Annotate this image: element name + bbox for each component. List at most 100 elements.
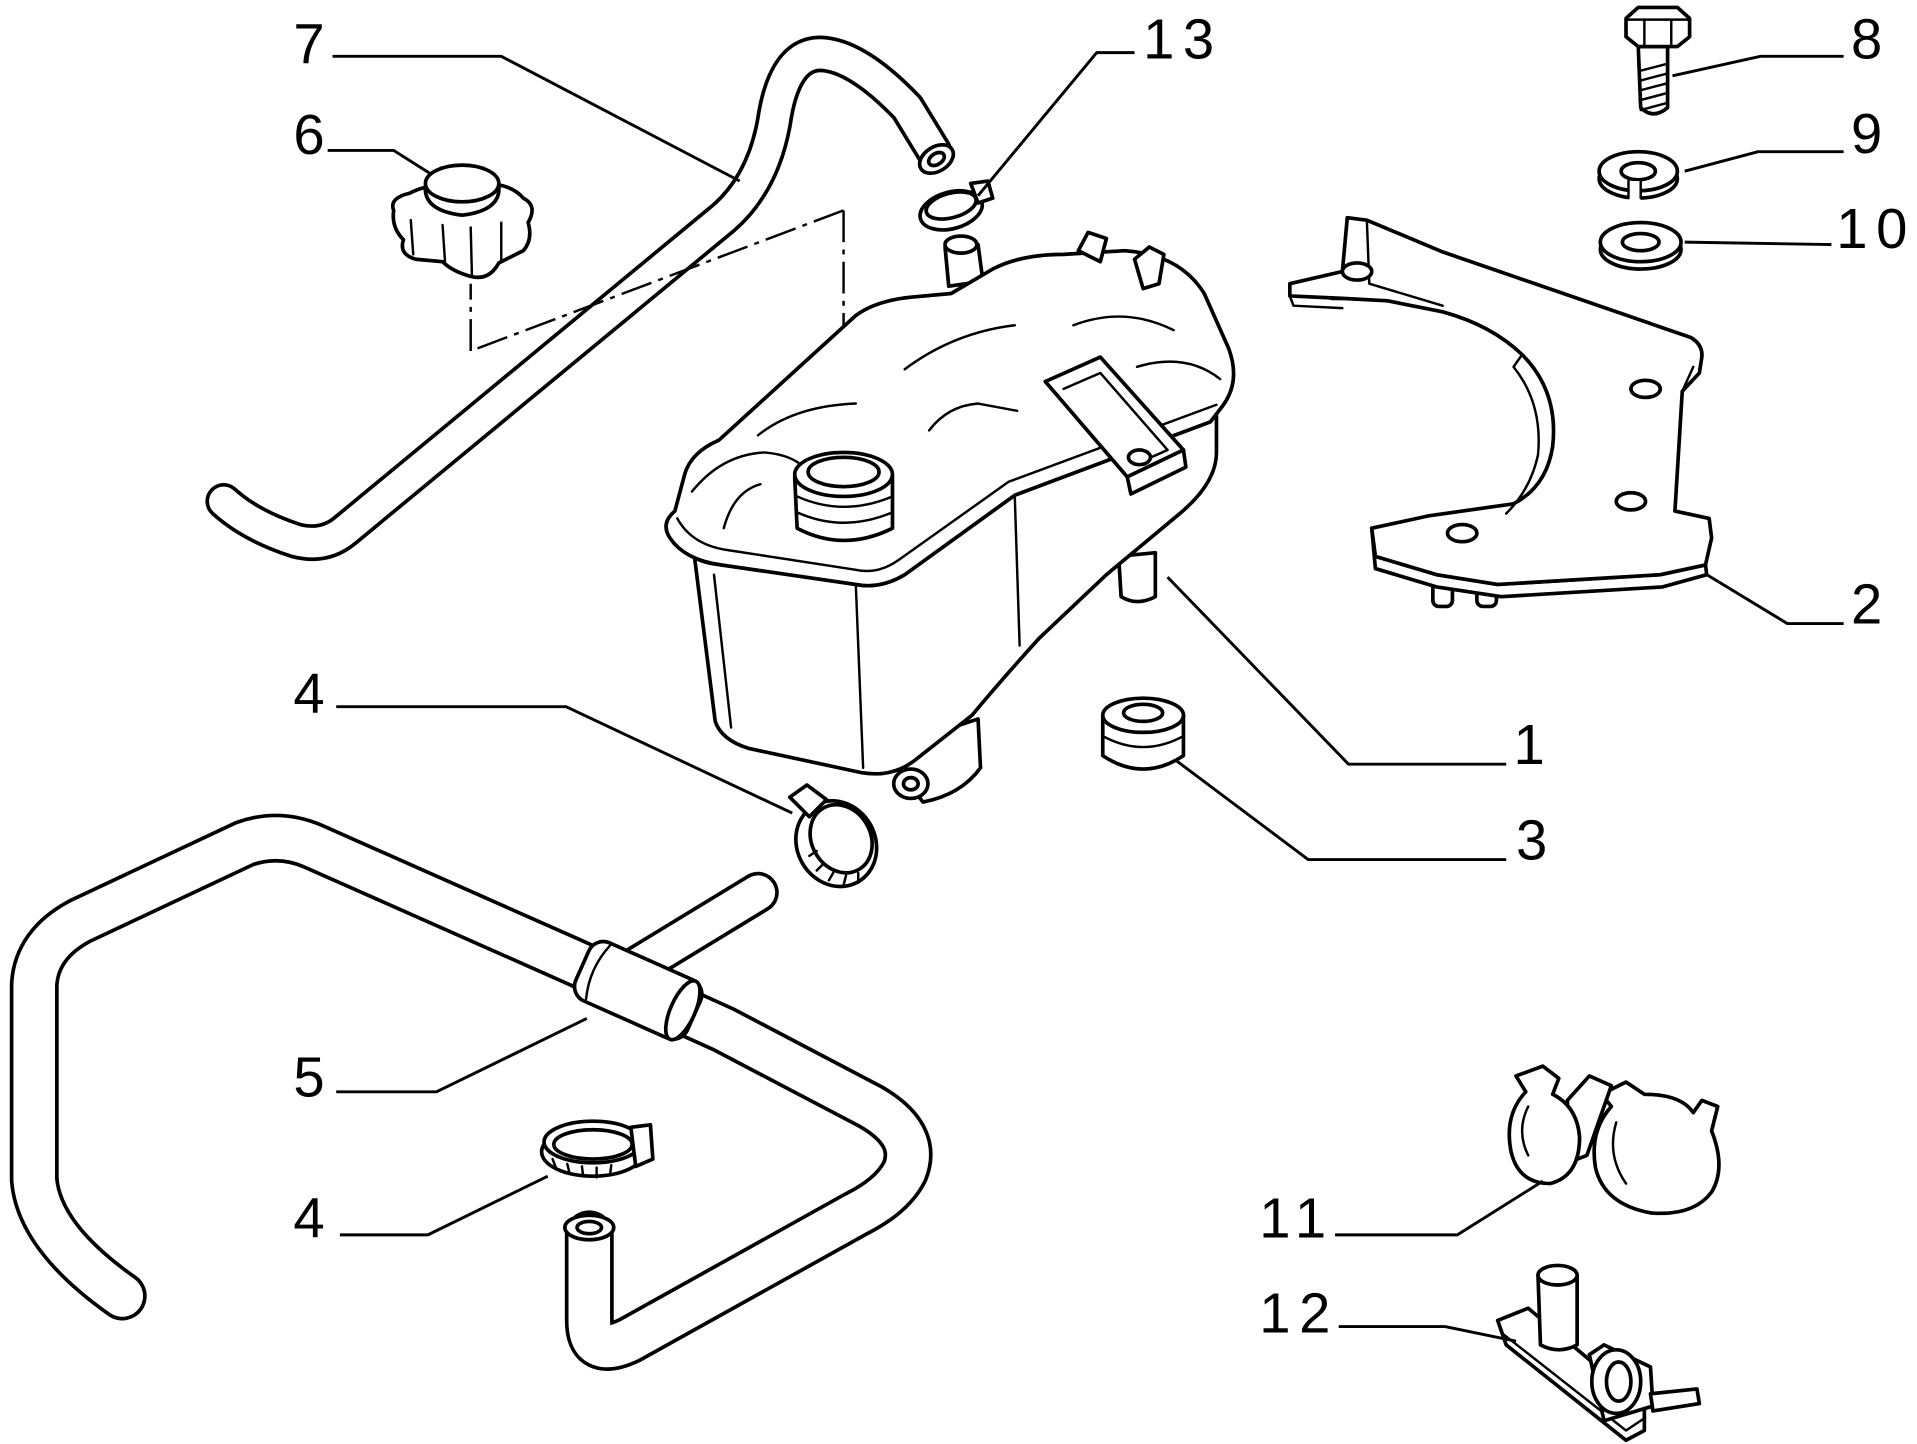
callout-4-lower: 4 xyxy=(293,1186,324,1249)
callout-7: 7 xyxy=(293,13,324,76)
bracket-fold xyxy=(1365,218,1444,307)
tank-outlet-bore xyxy=(901,775,920,792)
leader-7 xyxy=(332,54,741,183)
bracket-plate xyxy=(1287,215,1714,587)
callout-11: 11 xyxy=(1259,1186,1334,1249)
tank-lid-rib xyxy=(690,451,809,493)
expansion-tank xyxy=(664,230,1236,804)
tank-lid-rib xyxy=(1072,315,1175,332)
bolt-thread xyxy=(1638,62,1669,112)
tank-body-edge-left xyxy=(854,583,865,770)
callout-2: 2 xyxy=(1851,573,1882,636)
callout-4-upper: 4 xyxy=(293,662,324,725)
upper-hose-bore xyxy=(926,150,947,168)
bracket-flange-edge xyxy=(1288,294,1344,310)
callout-labels: 7 13 8 6 9 10 2 4 1 3 5 4 11 12 xyxy=(293,8,1916,1345)
clamp-screw-housing xyxy=(629,1123,655,1169)
tank-mount-hole xyxy=(1126,448,1153,467)
clamp-band-slots xyxy=(551,1157,613,1179)
clamp-band-slots xyxy=(808,849,860,887)
leader-6 xyxy=(327,148,432,175)
pin-clip-pin xyxy=(1536,1273,1579,1352)
spring-washer xyxy=(1597,149,1680,201)
pin-hose-clip xyxy=(1495,1263,1702,1443)
tank-vent-pipe-end xyxy=(943,234,979,255)
spring-washer-hole xyxy=(1619,160,1658,182)
tank-body-contour xyxy=(712,573,733,729)
filler-neck-thread xyxy=(795,511,894,524)
mounting-bracket xyxy=(1287,215,1714,609)
bolt-hex-head xyxy=(1624,5,1692,49)
double-hose-clip xyxy=(1507,1064,1721,1216)
filler-cap-lobe-edge xyxy=(469,226,474,277)
grommet-groove xyxy=(1101,734,1185,749)
bolt-head-edges xyxy=(1624,18,1691,48)
lower-hose-body xyxy=(13,817,929,1368)
hose-clamp-lower xyxy=(539,1119,655,1179)
pin-clip-plate-edge xyxy=(1496,1319,1646,1432)
rubber-grommet xyxy=(1100,696,1186,771)
bolt-shank xyxy=(1636,44,1670,116)
bracket-hole xyxy=(1445,522,1479,544)
leader-9 xyxy=(1684,150,1844,173)
filler-cap-dome-top xyxy=(423,163,501,204)
callout-10: 10 xyxy=(1836,197,1916,260)
leader-8 xyxy=(1672,54,1844,78)
upper-hose-body xyxy=(209,39,949,558)
callout-13: 13 xyxy=(1143,8,1223,71)
leader-5 xyxy=(336,1017,588,1094)
leader-lines xyxy=(327,51,1844,1343)
spring-washer-split xyxy=(1627,179,1642,200)
tank-lid-rib xyxy=(1135,360,1222,381)
callout-5: 5 xyxy=(293,1046,324,1109)
clamp-screw-housing xyxy=(787,783,829,819)
lower-hose xyxy=(9,813,933,1371)
clamp-band-inner xyxy=(551,1127,634,1161)
leader-4-lower xyxy=(339,1174,549,1237)
lower-hose-bore xyxy=(575,1219,604,1236)
filler-cap-lobe-edge xyxy=(409,218,415,256)
axis-cap-link xyxy=(470,209,845,353)
clip-left-loop xyxy=(1507,1064,1582,1186)
tank-top-tab xyxy=(1132,245,1166,291)
clip-right-loop-inner xyxy=(1611,1121,1628,1185)
callout-12: 12 xyxy=(1259,1282,1339,1345)
tank-lid-rib xyxy=(756,402,858,437)
grommet-hole xyxy=(1121,702,1165,724)
leader-1 xyxy=(1166,576,1507,766)
tank-lid-rib xyxy=(722,482,762,530)
upper-hose xyxy=(205,35,956,561)
hose-clamp-middle xyxy=(787,783,879,889)
leader-13 xyxy=(976,51,1135,197)
pin-clip-tab xyxy=(1648,1387,1702,1413)
bracket-arch-edge xyxy=(1504,353,1540,515)
tank-top-tab xyxy=(1076,230,1109,264)
flat-washer-hole xyxy=(1620,231,1661,253)
hose-clamp-upper xyxy=(918,179,995,232)
leader-4-upper xyxy=(336,705,793,815)
filler-cap xyxy=(390,163,534,280)
tank-mount-channel-wall xyxy=(1125,448,1188,496)
clip-left-loop-inner xyxy=(1520,1105,1530,1157)
bolt xyxy=(1624,5,1692,116)
bracket-hole xyxy=(1614,490,1648,512)
sleeve-end-ring xyxy=(663,978,702,1042)
sleeve-left-edge xyxy=(584,944,612,1001)
tank-lid-lip xyxy=(676,403,1218,573)
leader-2 xyxy=(1705,573,1844,626)
callout-8: 8 xyxy=(1851,8,1882,71)
tank-lid-rib xyxy=(927,402,1019,432)
leader-11 xyxy=(1335,1179,1544,1237)
tank-body-edge-right xyxy=(1013,493,1021,647)
bracket-hole xyxy=(1629,378,1663,400)
callout-3: 3 xyxy=(1516,809,1547,872)
tank-lid-rib xyxy=(903,324,1016,371)
callout-9: 9 xyxy=(1851,102,1882,165)
leader-10 xyxy=(1684,240,1832,247)
filler-cap-lobe-edge xyxy=(441,223,447,263)
bracket-hole xyxy=(1340,261,1374,282)
filler-neck-thread xyxy=(795,495,894,508)
callout-6: 6 xyxy=(293,103,324,166)
pin-clip-pin-top xyxy=(1536,1263,1579,1287)
